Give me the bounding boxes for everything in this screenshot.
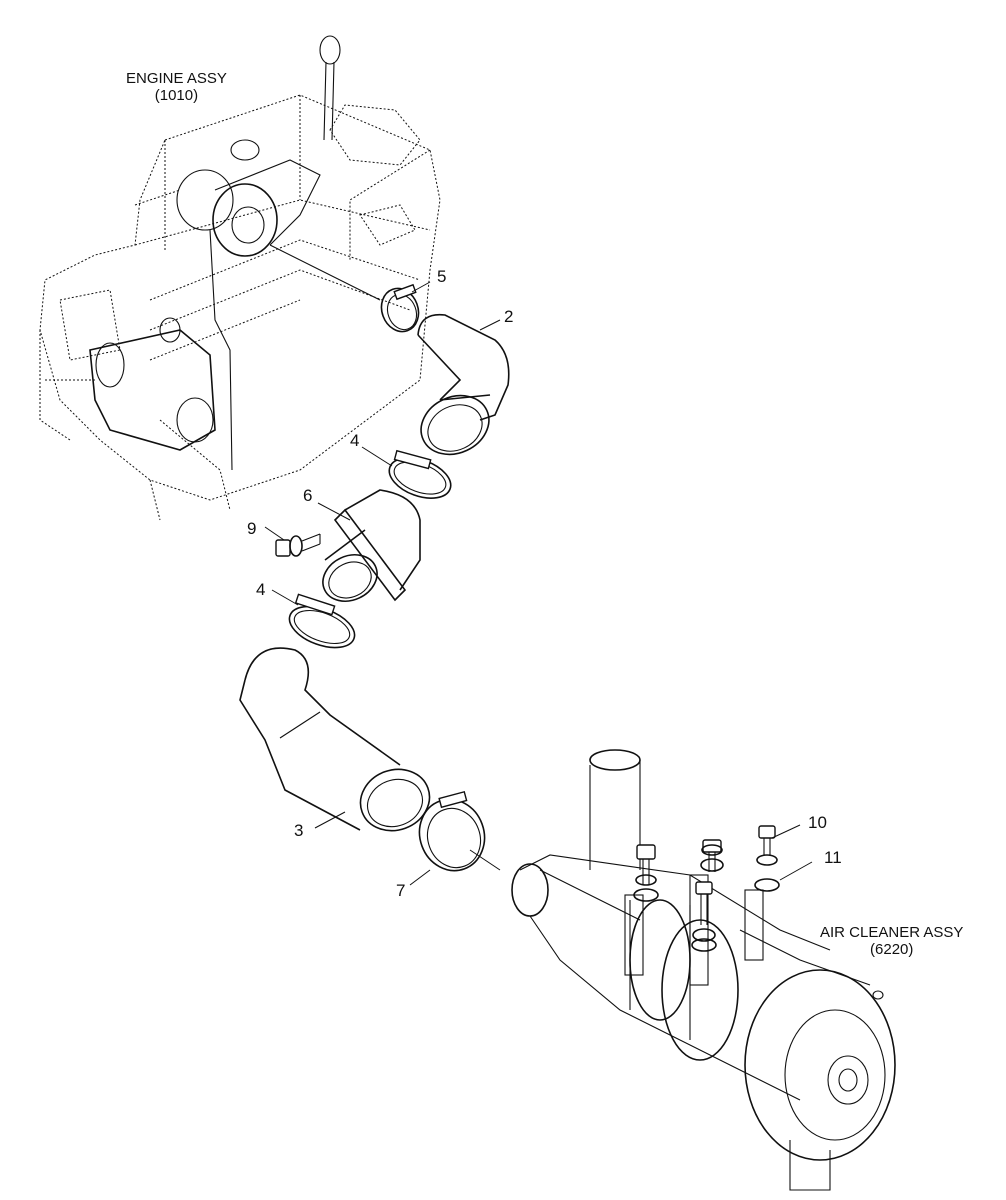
air-cleaner-assembly-drawing xyxy=(511,749,896,1191)
callout-4-lower: 4 xyxy=(256,580,266,599)
callout-2: 2 xyxy=(504,307,514,326)
bolt-9-drawing xyxy=(275,533,321,557)
adapter-6-drawing xyxy=(322,489,421,602)
engine-assy-code: (1010) xyxy=(154,87,199,104)
callout-9: 9 xyxy=(247,519,257,538)
hose-2-drawing xyxy=(417,313,510,456)
clamp-4-lower-drawing xyxy=(288,593,356,649)
callout-3: 3 xyxy=(294,821,304,840)
leader-lines xyxy=(264,281,813,886)
callout-7: 7 xyxy=(396,881,406,900)
clamp-4-upper-drawing xyxy=(388,449,452,499)
callout-11: 11 xyxy=(824,848,842,867)
air-cleaner-assy-label: AIR CLEANER ASSY (6220) xyxy=(820,924,963,958)
callout-10: 10 xyxy=(808,813,827,832)
bolt-washer-10-11-drawing xyxy=(633,825,780,952)
callout-6: 6 xyxy=(303,486,313,505)
engine-assy-name: ENGINE ASSY xyxy=(126,70,227,87)
callout-4-upper: 4 xyxy=(350,431,360,450)
engine-assy-label: ENGINE ASSY (1010) xyxy=(126,70,227,104)
callout-5: 5 xyxy=(437,267,447,286)
air-cleaner-assy-code: (6220) xyxy=(870,941,914,958)
clamp-7-drawing xyxy=(418,790,501,872)
air-cleaner-assy-name: AIR CLEANER ASSY xyxy=(820,924,964,941)
clamp-5-drawing xyxy=(380,283,420,333)
engine-assembly-drawing xyxy=(39,35,441,521)
hose-3-drawing xyxy=(239,647,431,832)
